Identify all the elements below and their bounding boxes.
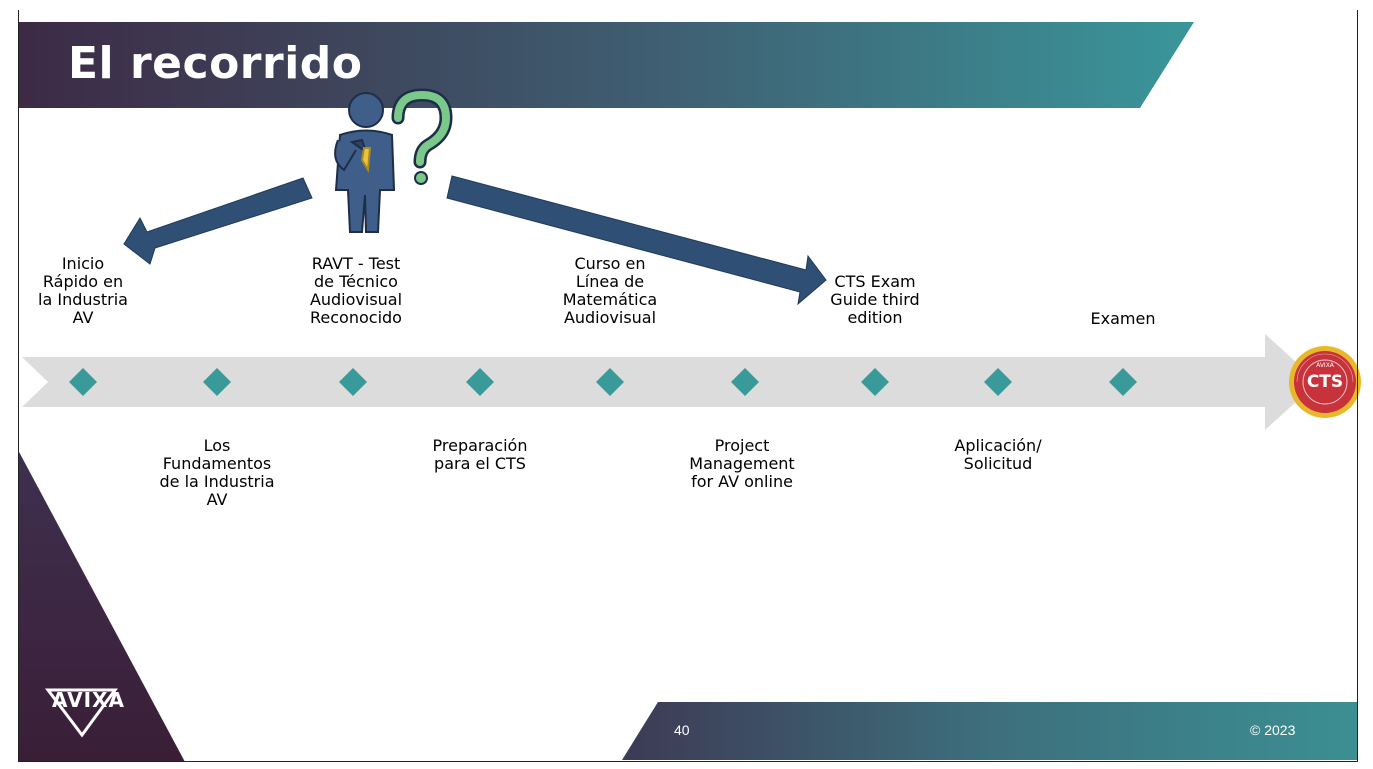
timeline-label-preparacion: Preparación para el CTS [432, 436, 528, 473]
right-pointer-arrow [446, 175, 827, 306]
timeline-diamond [203, 368, 231, 396]
timeline-diamond [339, 368, 367, 396]
timeline-diamonds [69, 368, 1137, 396]
timeline-diamond [1109, 368, 1137, 396]
cts-badge-icon [1289, 346, 1361, 418]
slide-frame [18, 10, 1358, 762]
header-band [18, 22, 1194, 108]
timeline-diamond [861, 368, 889, 396]
timeline-label-curso-matematica: Curso en Línea de Matemática Audiovisual [562, 254, 658, 327]
thinking-person-icon [334, 92, 396, 233]
page-number: 40 [674, 722, 690, 738]
timeline-label-project-management: Project Management for AV online [689, 436, 795, 491]
timeline-label-ravt: RAVT - Test de Técnico Audiovisual Recon… [309, 254, 403, 327]
avixa-logo-text: AVIXA [52, 688, 125, 712]
timeline-label-fundamentos: Los Fundamentos de la Industria AV [159, 436, 275, 509]
timeline-label-aplicacion: Aplicación/ Solicitud [954, 436, 1042, 473]
timeline-band [22, 334, 1318, 430]
timeline-diamond [69, 368, 97, 396]
copyright-text: © 2023 [1250, 722, 1296, 738]
corner-triangle [18, 450, 185, 762]
timeline-label-cts-exam-guide: CTS Exam Guide third edition [830, 272, 920, 327]
timeline-diamond [984, 368, 1012, 396]
avixa-logo-icon [44, 688, 118, 738]
timeline-diamond [731, 368, 759, 396]
timeline-diamond [466, 368, 494, 396]
timeline-label-inicio: Inicio Rápido en la Industria AV [38, 254, 128, 327]
cts-badge-text: CTS [1306, 372, 1344, 392]
slide-title: El recorrido [68, 38, 363, 89]
left-pointer-arrow [123, 177, 313, 265]
cts-badge-small-text: AVIXA [1316, 362, 1334, 369]
question-mark-icon [391, 88, 453, 185]
footer-band [622, 702, 1357, 760]
timeline-diamond [596, 368, 624, 396]
timeline-label-examen: Examen [1090, 309, 1156, 328]
